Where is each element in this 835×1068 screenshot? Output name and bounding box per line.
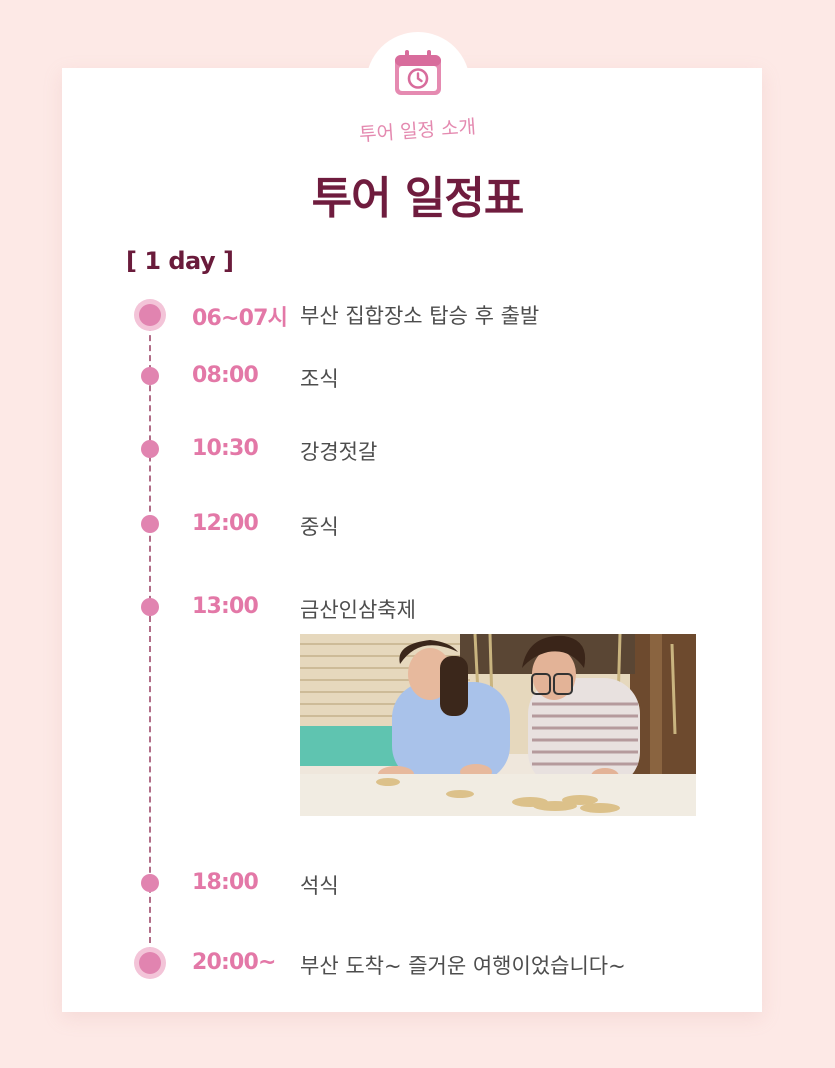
schedule-time: 18:00 xyxy=(192,870,259,895)
timeline-marker-large xyxy=(139,304,161,326)
schedule-description: 조식 xyxy=(300,367,339,391)
schedule-time: 08:00 xyxy=(192,363,259,388)
timeline-dashed-line xyxy=(149,315,151,963)
timeline-marker xyxy=(141,874,159,892)
schedule-description: 중식 xyxy=(300,515,339,539)
timeline-marker xyxy=(141,598,159,616)
schedule-description: 부산 도착~ 즐거운 여행이었습니다~ xyxy=(300,954,626,978)
schedule-time: 06~07시 xyxy=(192,306,288,331)
page-title: 투어 일정표 xyxy=(311,173,525,224)
schedule-description: 강경젓갈 xyxy=(300,440,378,464)
timeline-marker xyxy=(141,440,159,458)
schedule-description: 금산인삼축제 xyxy=(300,598,416,622)
timeline-marker xyxy=(141,515,159,533)
timeline-marker-large xyxy=(139,952,161,974)
calendar-clock-icon xyxy=(395,50,441,95)
schedule-description: 석식 xyxy=(300,874,339,898)
timeline-marker xyxy=(141,367,159,385)
section-subtitle: 투어 일정 소개 xyxy=(358,115,477,147)
schedule-time: 20:00~ xyxy=(192,950,276,975)
schedule-time: 12:00 xyxy=(192,511,259,536)
schedule-time: 10:30 xyxy=(192,436,259,461)
schedule-description: 부산 집합장소 탑승 후 출발 xyxy=(300,304,540,328)
ginseng-festival-photo xyxy=(300,634,696,816)
day-label: [ 1 day ] xyxy=(126,247,234,275)
schedule-card xyxy=(62,68,762,1012)
schedule-time: 13:00 xyxy=(192,594,259,619)
